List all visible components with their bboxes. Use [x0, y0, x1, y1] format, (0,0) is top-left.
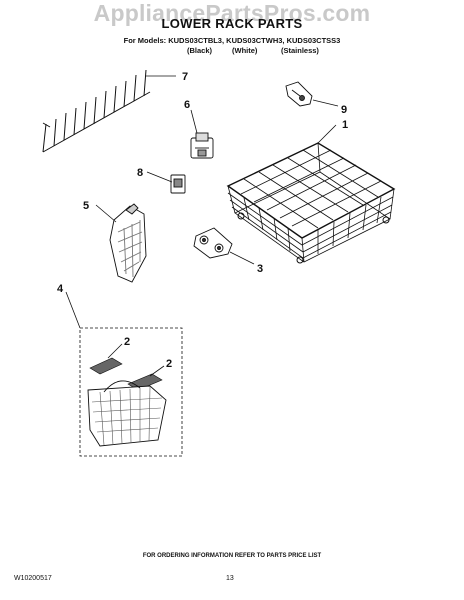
- callout-7: 8: [137, 167, 143, 179]
- leader-1: [317, 124, 337, 144]
- leader-7: [146, 171, 173, 183]
- document-number: W10200517: [14, 575, 52, 582]
- callout-6: 7: [182, 71, 188, 83]
- leader-2b: [149, 365, 165, 377]
- page-title: LOWER RACK PARTS: [161, 16, 303, 31]
- models-line: For Models: KUDS03CTBL3, KUDS03CTWH3, KU…: [123, 36, 341, 45]
- callout-4: 4: [57, 283, 64, 295]
- callout-9: 9: [341, 104, 347, 116]
- leader-9: [312, 99, 339, 107]
- leader-2a: [107, 343, 123, 359]
- part-9-bracket: [285, 81, 313, 107]
- callout-2a: 2: [124, 336, 130, 348]
- color-stainless: (Stainless): [281, 46, 319, 55]
- leader-3: [229, 251, 255, 265]
- ordering-note: FOR ORDERING INFORMATION REFER TO PARTS …: [142, 553, 322, 559]
- color-white: (White): [232, 46, 258, 55]
- leader-8: [95, 204, 117, 223]
- part-2-lid-left: [89, 357, 123, 375]
- callout-8: 5: [83, 200, 89, 212]
- watermark: AppliancePartsPros.com: [93, 0, 371, 26]
- cutlery-basket: [87, 380, 167, 447]
- leader-5: [190, 109, 198, 134]
- part-3-wheel-assembly: [193, 227, 233, 259]
- callout-5: 6: [184, 99, 190, 111]
- leader-4: [65, 291, 81, 329]
- color-black: (Black): [187, 46, 213, 55]
- callout-3: 3: [257, 263, 263, 275]
- part-1-lower-rack: [226, 142, 396, 264]
- part-4-assembly-box: [79, 327, 183, 457]
- callout-2b: 2: [166, 358, 172, 370]
- part-6-tine-row: [42, 69, 151, 153]
- page-number: 13: [226, 575, 234, 582]
- part-7-small-clip: [170, 174, 186, 194]
- part-8-silverware-basket: [109, 203, 147, 283]
- part-5-clip: [190, 132, 214, 159]
- callout-1: 1: [342, 119, 348, 131]
